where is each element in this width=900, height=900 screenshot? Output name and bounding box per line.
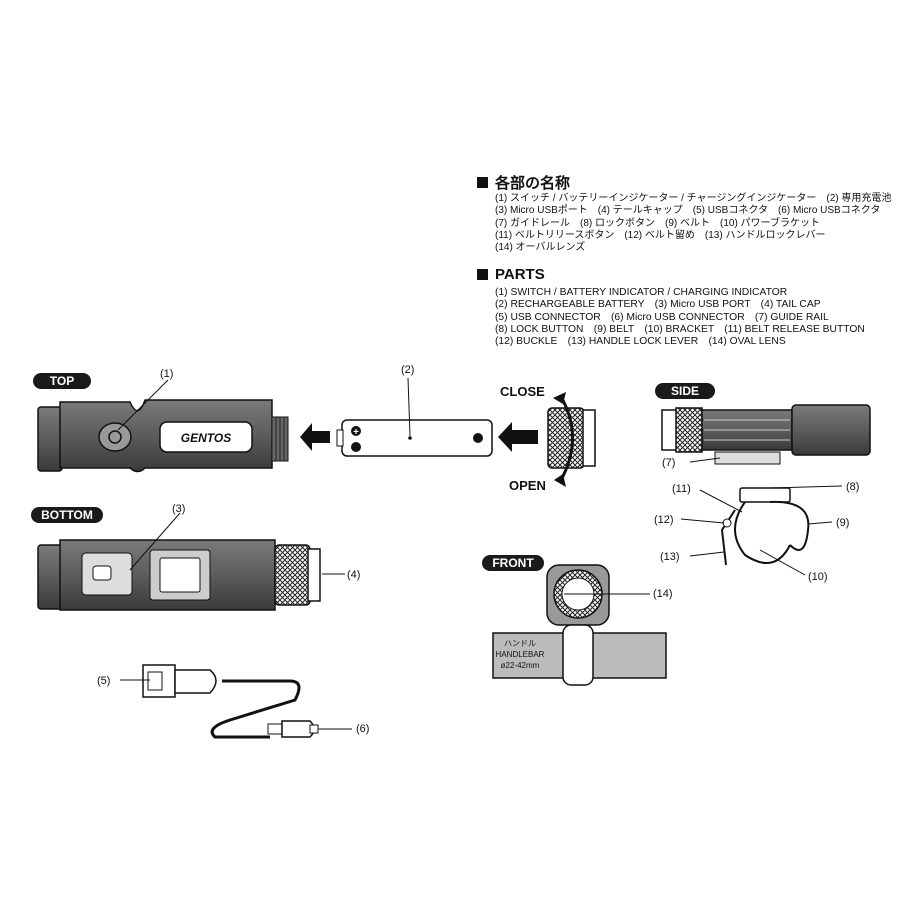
usb-cable [142, 664, 319, 739]
jp-line: (7) ガイドレール (8) ロックボタン (9) ベルト (10) パワーブラ… [495, 217, 820, 229]
bottom-view-label: BOTTOM [31, 507, 103, 523]
jp-line: (14) オーバルレンズ [495, 242, 586, 254]
tail-cap [547, 392, 596, 487]
callout-14: (14) [653, 588, 673, 600]
arrow-left-icon [300, 423, 330, 451]
en-line: (1) SWITCH / BATTERY INDICATOR / CHARGIN… [495, 287, 788, 298]
square-bullet-icon [477, 177, 488, 188]
leader-lines [117, 377, 843, 730]
callout-3: (3) [172, 503, 185, 515]
rotate-arrow-icon [554, 474, 566, 487]
en-line: (8) LOCK BUTTON (9) BELT (10) BRACKET (1… [495, 323, 865, 335]
top-view-label: TOP [33, 373, 91, 389]
jp-line: (1) スイッチ / バッテリーインジケーター / チャージングインジケーター … [495, 193, 892, 204]
plus-mark: + [353, 427, 359, 438]
open-label: OPEN [509, 478, 546, 493]
handlebar-en-label: HANDLEBAR [496, 650, 545, 659]
jp-parts-list: (1) スイッチ / バッテリーインジケーター / チャージングインジケーター … [495, 193, 891, 254]
front-view [492, 564, 667, 686]
side-view-label: SIDE [655, 383, 715, 399]
brand-logo: GENTOS [181, 431, 231, 445]
callout-7: (7) [662, 457, 675, 469]
side-view-light [661, 404, 871, 465]
jp-line: (11) ベルトリリースボタン (12) ベルト留め (13) ハンドルロックレ… [495, 229, 826, 241]
en-line: (12) BUCKLE (13) HANDLE LOCK LEVER (14) … [495, 336, 786, 348]
callout-10: (10) [808, 571, 828, 583]
en-line: (2) RECHARGEABLE BATTERY (3) Micro USB P… [495, 299, 821, 311]
square-bullet-icon [477, 269, 488, 280]
callout-11: (11) [672, 483, 691, 495]
callout-9: (9) [836, 517, 849, 529]
callout-2: (2) [401, 364, 414, 376]
bottom-view-light [37, 539, 321, 611]
close-label: CLOSE [500, 384, 545, 399]
battery: + [336, 419, 493, 457]
callout-12: (12) [654, 514, 674, 526]
en-parts-heading: PARTS [477, 266, 545, 283]
jp-heading-text: 各部の名称 [495, 175, 571, 192]
callout-1: (1) [160, 368, 173, 380]
jp-line: (3) Micro USBポート (4) テールキャップ (5) USBコネクタ… [495, 205, 881, 217]
front-view-label: FRONT [482, 555, 544, 571]
en-line: (5) USB CONNECTOR (6) Micro USB CONNECTO… [495, 311, 829, 323]
en-parts-list: (1) SWITCH / BATTERY INDICATOR / CHARGIN… [495, 287, 865, 348]
arrow-left-icon [498, 422, 538, 452]
rotate-arrow-icon [553, 392, 566, 404]
callout-5: (5) [97, 675, 110, 687]
jp-parts-heading: 各部の名称 [477, 172, 570, 193]
callout-4: (4) [347, 569, 360, 581]
en-heading-text: PARTS [495, 266, 545, 283]
bracket [720, 487, 810, 566]
callout-6: (6) [356, 723, 369, 735]
handlebar-jp-label: ハンドル [504, 639, 536, 648]
handlebar-size-label: ø22-42mm [501, 661, 540, 670]
callout-8: (8) [846, 481, 859, 493]
callout-13: (13) [660, 551, 680, 563]
top-view-light: GENTOS [37, 399, 289, 473]
